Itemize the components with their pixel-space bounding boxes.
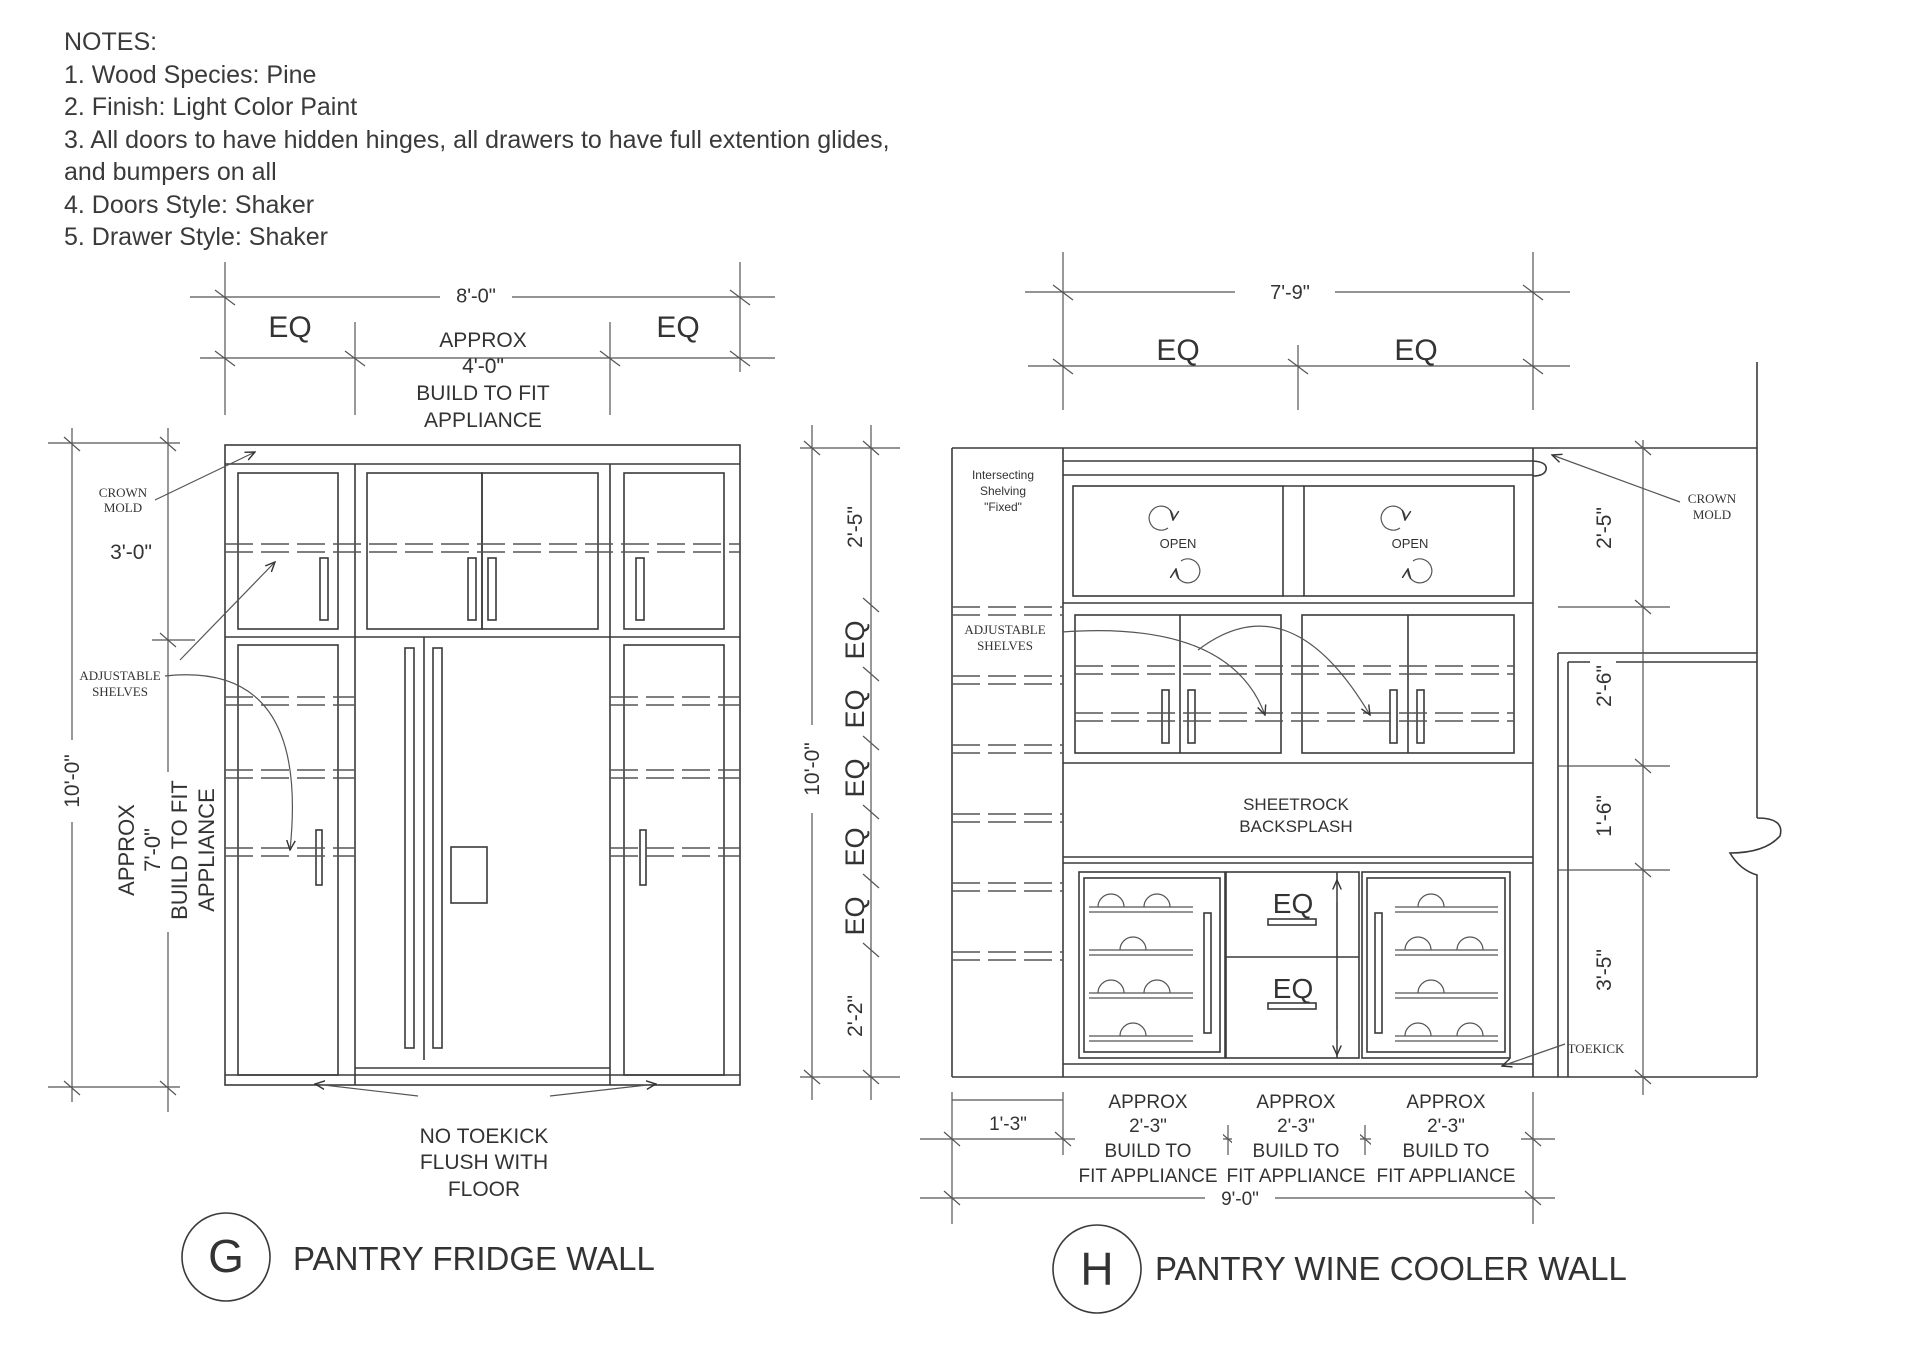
g-center-width: 4'-0" <box>462 355 504 378</box>
note-line: 4. Doors Style: Shaker <box>64 190 315 219</box>
h-approx-1-a: APPROX <box>1108 1092 1188 1113</box>
note-line: 5. Drawer Style: Shaker <box>64 223 328 251</box>
h-intersecting-1: Intersecting <box>972 468 1034 482</box>
h-approx-3-b: 2'-3" <box>1427 1116 1465 1137</box>
h-approx-3-a: APPROX <box>1406 1092 1486 1113</box>
h-backsplash-2: BACKSPLASH <box>1239 817 1352 836</box>
h-overall-width: 7'-9" <box>1270 282 1310 304</box>
elevation-g: 8'-0" EQ EQ APPROX 4'-0" BUILD TO FIT AP… <box>48 262 775 1302</box>
h-crown-mold-1: CROWN <box>1688 491 1737 506</box>
h-approx-1-c: BUILD TO <box>1105 1141 1192 1162</box>
g-fridge-height: 7'-0" <box>140 828 165 872</box>
g-symbol: G <box>208 1230 244 1282</box>
elevation-h: 7'-9" EQ EQ 10'-0" 2'-5" EQ EQ EQ EQ EQ … <box>800 252 1782 1314</box>
h-right-dimension <box>1558 440 1680 1095</box>
h-right-seg-2: 2'-6" <box>1593 665 1616 707</box>
h-eq-right: EQ <box>1394 334 1437 367</box>
h-approx-2-a: APPROX <box>1256 1092 1336 1113</box>
h-right-seg-4: 3'-5" <box>1593 949 1616 991</box>
g-toekick-3: FLOOR <box>448 1178 520 1201</box>
g-center-approx: APPROX <box>439 329 527 352</box>
g-center-appliance: APPLIANCE <box>424 409 542 432</box>
note-line: and bumpers on all <box>64 158 277 186</box>
g-toekick-2: FLUSH WITH <box>420 1151 548 1174</box>
h-cabinet <box>1062 448 1548 1077</box>
g-title: PANTRY FRIDGE WALL <box>293 1240 655 1277</box>
h-left-seg-4: EQ <box>840 758 870 797</box>
g-eq-left: EQ <box>268 311 311 344</box>
h-drawer-eq-bottom: EQ <box>1273 973 1313 1004</box>
g-fridge-approx: APPROX <box>114 804 139 896</box>
h-left-seg-6: EQ <box>840 896 870 935</box>
h-left-seg-3: EQ <box>840 689 870 728</box>
notes-heading: NOTES: <box>64 28 158 56</box>
h-symbol: H <box>1080 1243 1113 1295</box>
g-overall-width: 8'-0" <box>456 285 496 307</box>
g-overall-height: 10'-0" <box>61 754 84 808</box>
h-wine-racks <box>1089 893 1498 1042</box>
h-approx-1-d: FIT APPLIANCE <box>1078 1166 1217 1187</box>
g-toekick-1: NO TOEKICK <box>420 1125 549 1148</box>
g-crown-mold-1: CROWN <box>99 485 148 500</box>
h-left-seg-7: 2'-2" <box>844 995 867 1037</box>
h-adjustable-2: SHELVES <box>977 638 1033 653</box>
g-upper-height: 3'-0" <box>110 541 152 564</box>
h-backsplash-1: SHEETROCK <box>1243 795 1349 814</box>
h-approx-2-b: 2'-3" <box>1277 1116 1315 1137</box>
g-cabinet <box>224 444 741 1086</box>
h-eq-left: EQ <box>1156 334 1199 367</box>
h-open-arrows <box>1148 505 1433 584</box>
g-symbol-circle <box>181 1212 271 1302</box>
h-drawer-eq-top: EQ <box>1273 888 1313 919</box>
g-center-build: BUILD TO FIT <box>416 382 550 405</box>
g-eq-right: EQ <box>656 311 699 344</box>
h-approx-3-c: BUILD TO <box>1403 1141 1490 1162</box>
h-bottom-overall: 9'-0" <box>1221 1189 1259 1210</box>
h-left-seg-2: EQ <box>840 620 870 659</box>
g-adjustable-1: ADJUSTABLE <box>79 668 160 683</box>
h-toekick: TOEKICK <box>1568 1041 1625 1056</box>
h-adjustable-1: ADJUSTABLE <box>964 622 1045 637</box>
h-left-seg-5: EQ <box>840 827 870 866</box>
h-approx-2-d: FIT APPLIANCE <box>1226 1166 1365 1187</box>
g-fridge-build: BUILD TO FIT <box>167 780 192 920</box>
note-line: 2. Finish: Light Color Paint <box>64 93 358 121</box>
h-approx-2-c: BUILD TO <box>1253 1141 1340 1162</box>
note-line: 3. All doors to have hidden hinges, all … <box>64 125 890 154</box>
h-open-right: OPEN <box>1392 536 1429 551</box>
g-crown-mold-2: MOLD <box>104 500 142 515</box>
h-approx-1-b: 2'-3" <box>1129 1116 1167 1137</box>
h-open-left: OPEN <box>1160 536 1197 551</box>
h-right-seg-3: 1'-6" <box>1593 795 1616 837</box>
h-shelf-lines <box>952 606 1514 961</box>
note-line: 1. Wood Species: Pine <box>64 60 317 89</box>
g-adjustable-2: SHELVES <box>92 684 148 699</box>
h-crown-mold-2: MOLD <box>1693 507 1731 522</box>
h-left-height: 10'-0" <box>801 742 824 796</box>
h-bottom-left: 1'-3" <box>989 1114 1027 1135</box>
h-title: PANTRY WINE COOLER WALL <box>1155 1250 1627 1287</box>
h-top-dimension <box>1025 252 1570 410</box>
h-intersecting-3: "Fixed" <box>984 500 1022 514</box>
h-approx-3-d: FIT APPLIANCE <box>1376 1166 1515 1187</box>
g-fridge-appliance: APPLIANCE <box>194 788 219 912</box>
g-shelf-lines <box>225 543 740 857</box>
h-left-seg-1: 2'-5" <box>844 506 867 548</box>
h-right-seg-1: 2'-5" <box>1593 507 1616 549</box>
h-intersecting-2: Shelving <box>980 484 1026 498</box>
notes-block: NOTES: 1. Wood Species: Pine 2. Finish: … <box>64 26 890 254</box>
h-symbol-circle <box>1052 1224 1142 1314</box>
